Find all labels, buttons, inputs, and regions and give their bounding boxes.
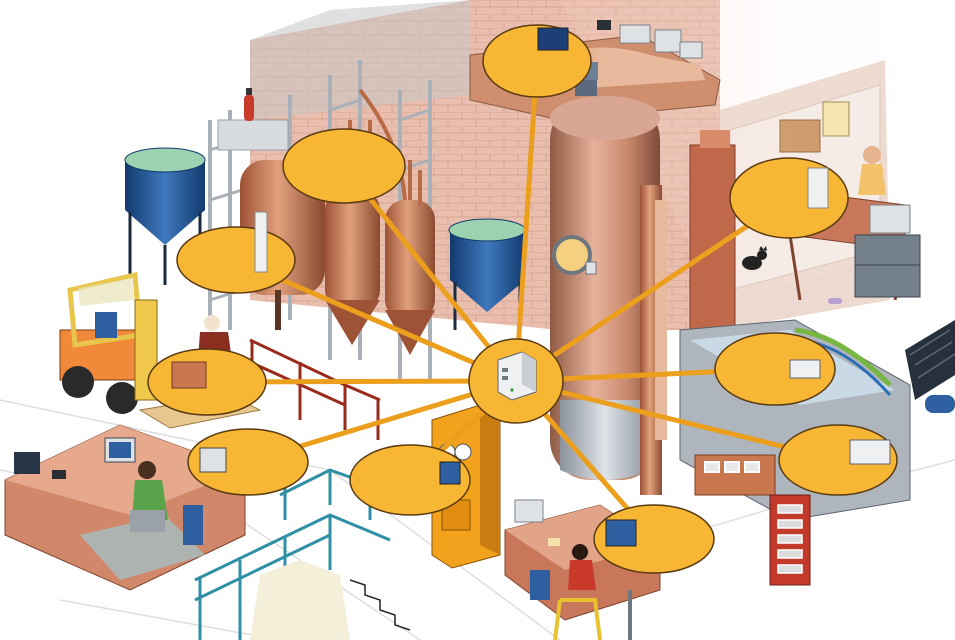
fire-extinguisher-icon — [244, 88, 254, 121]
stool — [553, 598, 602, 640]
node-distillation-column-sensors[interactable] — [282, 128, 406, 204]
node-temperature-probe[interactable] — [176, 226, 296, 294]
monitor-icon — [14, 452, 40, 474]
computer-monitor-icon — [537, 27, 569, 51]
gateway-device-icon — [497, 351, 537, 401]
filing-cabinet — [854, 234, 921, 298]
node-ellipse[interactable] — [714, 332, 836, 406]
node-icons — [171, 27, 891, 547]
left-control-desk — [4, 424, 246, 591]
node-operator-terminal-display[interactable] — [187, 428, 309, 496]
right-office — [742, 146, 921, 304]
conveyor-solar-panels — [905, 320, 955, 413]
cat-toy — [828, 298, 842, 304]
blue-stair-railing — [194, 468, 401, 640]
sight-glass-icon — [552, 235, 592, 275]
connector-office-worker-pc — [513, 195, 792, 384]
desk-phone-icon — [597, 20, 611, 30]
cabinet-display-icon — [439, 461, 461, 485]
node-shipping-package-station[interactable] — [147, 348, 267, 416]
printer-icon — [869, 204, 911, 234]
node-control-room-operator[interactable] — [482, 24, 592, 98]
lab-instrument — [619, 24, 651, 44]
pc-tower — [183, 505, 203, 545]
forklift — [59, 271, 158, 414]
node-ellipse[interactable] — [187, 428, 309, 496]
staircase — [250, 560, 411, 640]
central-gateway-hub[interactable] — [468, 338, 564, 424]
large-steel-column — [550, 96, 660, 480]
scaffold-platform — [217, 119, 289, 151]
desk-phone-icon — [52, 470, 66, 479]
lab-instrument — [679, 41, 703, 59]
package-box-icon — [171, 361, 207, 389]
connector-control-room-operator — [513, 58, 540, 384]
node-solar-panel-conveyor[interactable] — [714, 332, 836, 406]
node-ellipse[interactable] — [729, 157, 849, 239]
copper-reactor-tank-2 — [325, 190, 380, 345]
network-nodes — [147, 24, 898, 574]
connector-distillation-column-sensors — [341, 163, 519, 384]
terminal-screen-icon — [199, 447, 227, 473]
node-ellipse[interactable] — [176, 226, 296, 294]
node-office-worker-pc[interactable] — [729, 157, 849, 239]
workstation-monitor-icon — [605, 519, 637, 547]
node-ellipse[interactable] — [482, 24, 592, 98]
left-water-tank — [124, 147, 206, 285]
cat-icon — [742, 246, 767, 270]
temperature-probe-icon — [254, 211, 268, 273]
control-buttons-icon — [849, 439, 891, 465]
pc-tower-icon — [807, 167, 829, 209]
lab-instrument — [654, 29, 682, 53]
node-ellipse[interactable] — [282, 128, 406, 204]
sensor-device-icon — [789, 359, 821, 379]
node-ellipse[interactable] — [147, 348, 267, 416]
pc-tower — [530, 570, 550, 600]
microscope-icon — [514, 499, 544, 523]
chair-mat — [80, 515, 205, 580]
